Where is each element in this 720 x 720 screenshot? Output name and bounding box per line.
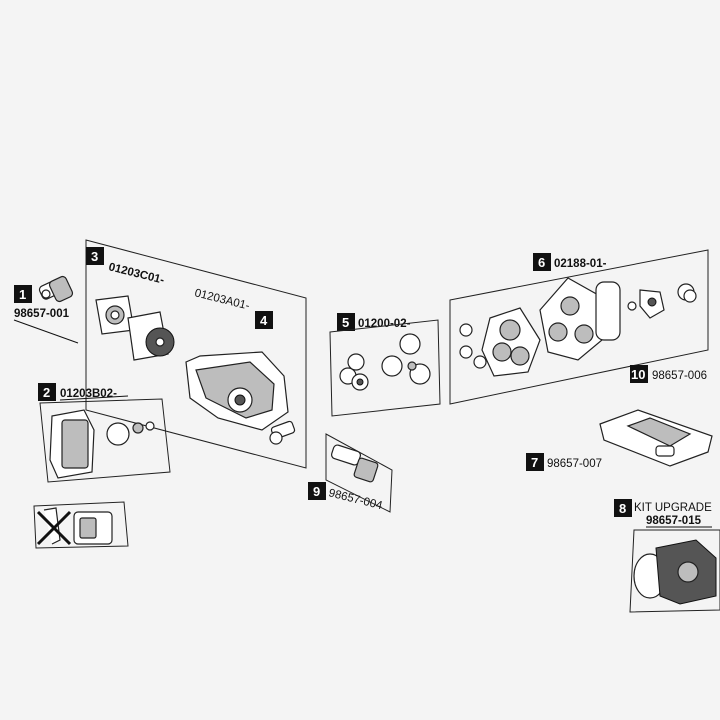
item-number-7-box [526, 453, 544, 471]
part-code-6: 02188-01- [554, 258, 607, 270]
pump-housing-part-4 [185, 351, 296, 445]
item-number-9: 9 [313, 484, 320, 499]
part-code-10: 98657-006 [652, 370, 707, 382]
panel-3-4 [85, 239, 307, 469]
panel-8 [629, 529, 720, 613]
part-code-4: 01203A01- [193, 287, 251, 312]
item-number-4: 4 [260, 313, 268, 328]
part-7-group: 7 98657-007 [526, 409, 713, 471]
part-1-group: 1 98657-001 [13, 275, 79, 344]
switch-cover-part-2 [49, 409, 155, 479]
item-number-10-box [630, 365, 648, 383]
panel-5 [329, 319, 441, 417]
item-number-8-box [614, 499, 632, 517]
part-code-2-underline [59, 395, 129, 401]
item-number-2: 2 [43, 385, 50, 400]
part-code-3: 01203C01- [107, 261, 165, 286]
part-code-8: 98657-015 [646, 515, 702, 527]
part-code-7: 98657-007 [547, 458, 602, 470]
part-8-group: 8 KIT UPGRADE 98657-015 [614, 499, 720, 613]
cam-bearing-part-10 [627, 283, 697, 319]
diaphragm-plate-part-3 [95, 295, 175, 361]
item-number-5-box [337, 313, 355, 331]
item-number-1-box [14, 285, 32, 303]
item-number-5: 5 [342, 315, 349, 330]
kit-upgrade-label: KIT UPGRADE [634, 502, 712, 514]
fitting-part-9 [330, 444, 379, 483]
valve-housing-part-6 [459, 277, 621, 377]
part-5-group: 5 01200-02- [329, 313, 441, 417]
part-code-1-underline [13, 319, 79, 344]
part-code-9: 98657-004 [327, 487, 384, 512]
item-number-4-box [255, 311, 273, 329]
item-number-1: 1 [19, 287, 26, 302]
panel-warning [33, 501, 129, 549]
item-number-6-box [533, 253, 551, 271]
fitting-part-1 [38, 275, 74, 303]
mounting-base-part-7 [599, 409, 713, 467]
panel-9 [325, 433, 393, 513]
part-code-1: 98657-001 [14, 308, 70, 320]
item-number-6: 6 [538, 255, 545, 270]
panel-6 [449, 249, 709, 405]
part-2-group: 2 01203B02- [38, 383, 171, 483]
item-number-9-box [308, 482, 326, 500]
item-number-3-box [86, 247, 104, 265]
item-number-10: 10 [631, 367, 645, 382]
item-number-2-box [38, 383, 56, 401]
panel-2 [39, 398, 171, 483]
item-number-7: 7 [531, 455, 538, 470]
item-number-3: 3 [91, 249, 98, 264]
valve-set-part-5 [339, 333, 431, 391]
warning-panel [33, 501, 129, 549]
pump-upgrade-kit-part-8 [633, 539, 717, 605]
item-number-8: 8 [619, 501, 626, 516]
part-9-group: 9 98657-004 [308, 433, 393, 513]
part-6-group: 6 02188-01- 10 98657-006 [449, 249, 709, 405]
